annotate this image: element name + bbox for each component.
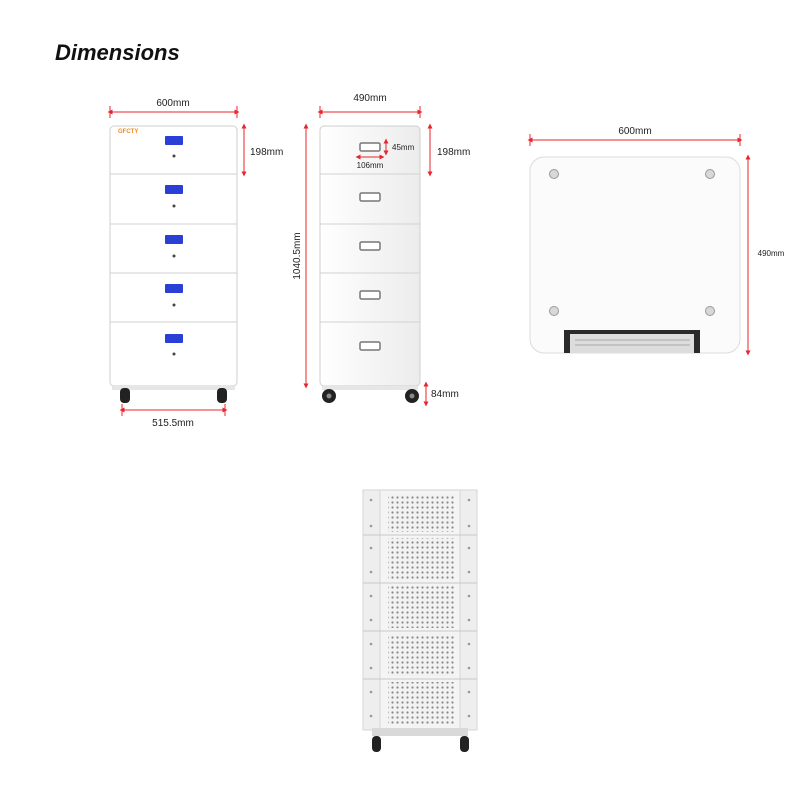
- front-module-height-label: 198mm: [250, 147, 283, 158]
- rear-view: [362, 489, 478, 752]
- top-depth-label: 490mm: [758, 249, 785, 258]
- top-panel: [529, 156, 741, 354]
- side-module-height-label: 198mm: [437, 147, 470, 158]
- handle-width-label: 106mm: [357, 161, 384, 170]
- wheel-height-label: 84mm: [431, 389, 459, 400]
- side-total-height-label: 1040.5mm: [292, 232, 303, 279]
- front-width-label: 600mm: [156, 98, 189, 109]
- handle-height-label: 45mm: [392, 143, 415, 152]
- top-width-label: 600mm: [618, 126, 651, 137]
- front-view: GFCTY 600mm 198mm 515.5mm: [107, 98, 283, 429]
- side-depth-label: 490mm: [353, 93, 386, 104]
- front-base-width-label: 515.5mm: [152, 418, 194, 429]
- wheel-icon: [372, 736, 469, 752]
- rear-vent-panel: [388, 494, 454, 532]
- handle-icon: [359, 142, 381, 351]
- page-title: Dimensions: [55, 40, 180, 65]
- lcd-display-icon: [165, 136, 183, 343]
- brand-logo: GFCTY: [118, 129, 138, 135]
- side-view: 490mm 198mm 1040.5mm 45mm 106mm 84mm: [292, 93, 470, 407]
- wheel-icon: [322, 389, 419, 403]
- power-button-icon: [172, 154, 176, 356]
- top-view: 600mm 490mm: [527, 126, 785, 356]
- wheel-icon: [120, 388, 227, 403]
